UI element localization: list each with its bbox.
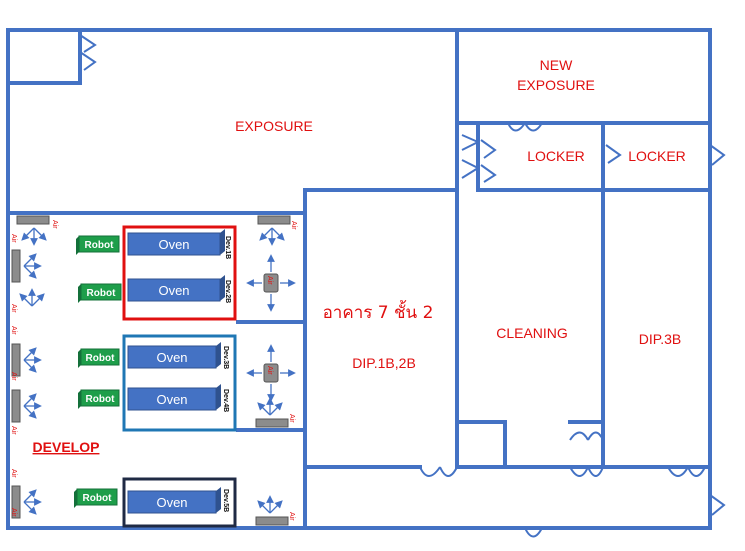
air-bar <box>255 516 289 526</box>
air-bar <box>255 418 289 428</box>
oven-dev-4b: Oven <box>127 384 221 411</box>
airflow-fan <box>23 393 42 419</box>
air-unit-center-1: Air <box>263 273 279 293</box>
room-locker-2: LOCKER <box>628 148 686 164</box>
room-dip-3b: DIP.3B <box>639 331 682 347</box>
room-locker-1: LOCKER <box>527 148 585 164</box>
air-label: Air <box>10 326 17 335</box>
airflow-fan <box>19 288 45 307</box>
svg-text:Robot: Robot <box>86 353 116 364</box>
air-label: Air <box>10 234 17 243</box>
oven-label: Oven <box>156 495 187 510</box>
airflow-fan <box>23 253 42 279</box>
air-bar <box>16 215 50 225</box>
air-label: Air <box>290 221 297 230</box>
oven-dev-2b: Oven <box>127 275 225 302</box>
door-5 <box>605 144 622 164</box>
air-unit-center-2: Air <box>263 363 279 383</box>
air-units: Air Air Air Air Air Air Air Air Air Air … <box>10 215 297 526</box>
airflow-fan <box>259 227 285 246</box>
svg-text:Robot: Robot <box>83 493 113 504</box>
airflow-fan <box>23 489 42 515</box>
air-bar <box>11 343 21 377</box>
oven-label: Oven <box>158 283 189 298</box>
door-1 <box>79 34 97 53</box>
air-label: Air <box>288 414 295 423</box>
oven-dev-1b: Oven <box>127 229 225 256</box>
door-6 <box>709 144 726 166</box>
robot-4: Robot <box>78 389 120 409</box>
air-bar <box>257 215 291 225</box>
airflow-4way <box>246 344 296 402</box>
dev-tag-5b: Dev.5B <box>222 489 229 512</box>
air-label: Air <box>10 508 17 517</box>
air-bar <box>11 389 21 423</box>
robot-1: Robot <box>76 235 120 255</box>
oven-dev-5b: Oven <box>127 487 221 514</box>
robot-5: Robot <box>74 488 118 508</box>
dev-tag-4b: Dev.4B <box>222 389 229 412</box>
door-3 <box>480 139 497 159</box>
door-7 <box>419 466 441 477</box>
airflow-fan <box>21 227 47 246</box>
robot-2: Robot <box>78 283 122 303</box>
dev-5b-group-frame <box>122 477 237 528</box>
room-new-exposure-line2: EXPOSURE <box>517 77 595 93</box>
door-4 <box>507 122 526 132</box>
room-dip-1b-2b: DIP.1B,2B <box>352 355 416 371</box>
air-bar <box>11 249 21 283</box>
room-develop: DEVELOP <box>33 439 100 455</box>
oven-label: Oven <box>158 237 189 252</box>
air-label: Air <box>10 426 17 435</box>
air-label: Air <box>288 512 295 521</box>
room-new-exposure-line1: NEW <box>540 57 573 73</box>
airflow-fan <box>257 495 283 514</box>
air-label: Air <box>10 469 17 478</box>
dev-tag-1b: Dev.1B <box>224 236 231 259</box>
dev-tag-2b: Dev.2B <box>224 280 231 303</box>
air-label: Air <box>10 372 17 381</box>
svg-text:Air: Air <box>266 276 273 285</box>
airflow-4way <box>246 254 296 312</box>
airflow-fan <box>23 347 42 373</box>
door-8 <box>569 431 589 441</box>
door-11 <box>524 527 543 538</box>
room-exposure: EXPOSURE <box>235 118 313 134</box>
dev-tag-3b: Dev.3B <box>222 346 229 369</box>
svg-text:Robot: Robot <box>85 240 115 251</box>
air-label: Air <box>10 304 17 313</box>
robot-3: Robot <box>78 348 120 368</box>
room-cleaning: CLEANING <box>496 325 568 341</box>
door-9 <box>667 466 689 477</box>
svg-text:Robot: Robot <box>87 288 117 299</box>
svg-text:Air: Air <box>266 366 273 375</box>
walls <box>6 28 712 530</box>
oven-label: Oven <box>156 350 187 365</box>
dev-1b-2b-group-frame <box>122 225 237 321</box>
doors <box>79 34 726 538</box>
oven-label: Oven <box>156 392 187 407</box>
air-label: Air <box>51 220 58 229</box>
door-2 <box>461 134 479 151</box>
air-bar <box>11 485 21 519</box>
dev-3b-4b-group-frame <box>122 334 237 432</box>
svg-text:Robot: Robot <box>86 394 116 405</box>
airflow-fan <box>257 397 283 416</box>
room-building-floor: อาคาร 7 ชั้น 2 <box>323 300 434 323</box>
oven-dev-3b: Oven <box>127 342 221 369</box>
door-10 <box>709 494 726 516</box>
room-labels: EXPOSURE NEW EXPOSURE LOCKER LOCKER อาคา… <box>33 57 686 455</box>
airflow-arrows <box>19 227 296 515</box>
